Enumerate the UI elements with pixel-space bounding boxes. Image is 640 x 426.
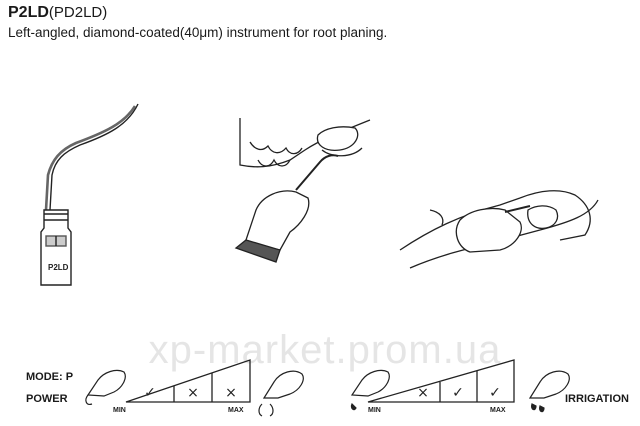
product-title: P2LD(PD2LD) <box>8 4 107 22</box>
power-max-label: MAX <box>228 407 244 414</box>
tip-illustration <box>40 103 139 286</box>
irrigation-max-label: MAX <box>490 407 506 414</box>
irrigation-min-label: MIN <box>368 407 381 414</box>
product-code: P2LD <box>8 4 49 21</box>
irrigation-cell-3: ✓ <box>489 385 501 401</box>
irrigation-triangle <box>367 359 515 403</box>
power-cell-3: × <box>225 385 237 401</box>
irrigation-cell-1: × <box>417 385 429 401</box>
irrigation-cell-2: ✓ <box>452 385 464 401</box>
power-min-label: MIN <box>113 407 126 414</box>
mouth-scene <box>399 190 599 269</box>
power-label: POWER <box>26 393 68 405</box>
irrigation-label: IRRIGATION <box>565 393 629 405</box>
teeth-scene <box>234 118 371 263</box>
tip-label: P2LD <box>48 263 69 272</box>
power-triangle <box>125 359 251 403</box>
power-cell-2: × <box>187 385 199 401</box>
watermark: xp-market.prom.ua <box>148 328 502 372</box>
irrigation-handpiece-left-icon <box>350 369 390 411</box>
power-handpiece-icon <box>85 369 126 405</box>
vibration-handpiece-icon <box>258 370 304 417</box>
product-description: Left-angled, diamond-coated(40μm) instru… <box>8 25 388 40</box>
power-cell-1: ✓ <box>144 385 156 401</box>
mode-label: MODE: P <box>26 371 74 383</box>
irrigation-handpiece-right-icon <box>528 370 570 413</box>
product-code-alt: (PD2LD) <box>48 4 108 21</box>
